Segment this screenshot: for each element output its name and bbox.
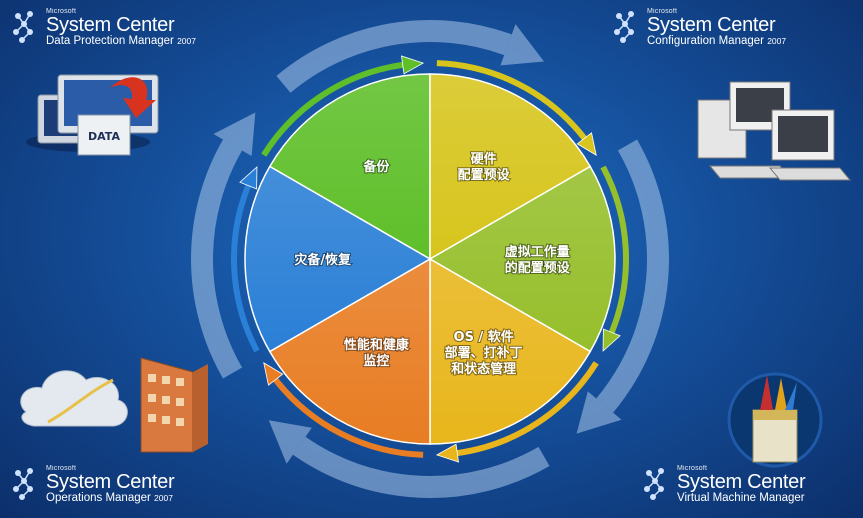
rim-arrow-os [456, 361, 599, 457]
rim-arrow-backup [261, 61, 404, 157]
microsoft-label: Microsoft [46, 465, 77, 472]
microsoft-label: Microsoft [677, 465, 708, 472]
system-center-logo-icon [13, 11, 33, 43]
inner-cycle-arrows [231, 55, 629, 463]
rim-arrow-head [435, 443, 460, 463]
wedge-gloss [430, 74, 591, 259]
dpm-product-title: Microsoft System Center Data Protection … [46, 8, 196, 48]
system-center-label: System Center [647, 14, 776, 36]
wedge-label-backup: 备份 [362, 159, 390, 175]
outer-arrow-head [500, 24, 544, 66]
product-name: Data Protection Manager [46, 35, 174, 47]
rim-arrow-hardware [436, 60, 587, 141]
wedge-label-virtual: 虚拟工作量的配置预设 [505, 244, 571, 276]
product-name: Configuration Manager [647, 35, 764, 47]
wedge-gloss [269, 74, 430, 259]
system-center-label: System Center [46, 471, 175, 493]
rim-arrow-perf [273, 377, 424, 458]
svg-text:DATA: DATA [88, 130, 120, 143]
outer-cycle-arrow [276, 20, 512, 93]
rim-arrow-virtual [600, 165, 629, 334]
outer-cycle-arrow [292, 436, 550, 498]
rim-arrow-head [602, 328, 621, 352]
system-center-label: System Center [677, 471, 806, 493]
product-name: Virtual Machine Manager [677, 492, 805, 504]
product-year: 2007 [177, 36, 196, 46]
system-center-label: System Center [46, 14, 175, 36]
product-year: 2007 [767, 36, 787, 46]
outer-cycle-arrows [191, 20, 669, 498]
system-center-logo-icon [644, 468, 664, 500]
rim-arrow-head [576, 132, 597, 156]
outer-cycle-arrow [191, 139, 243, 379]
system-center-logo-icon [614, 11, 634, 43]
product-year: 2007 [154, 493, 173, 503]
microsoft-label: Microsoft [46, 8, 77, 15]
computers-icon [697, 81, 852, 181]
wedge-label-perf: 性能和健康监控 [344, 337, 410, 369]
wedge-gloss [430, 166, 616, 352]
rim-arrow-head [263, 362, 284, 386]
system-center-logo-icon [13, 468, 33, 500]
outer-arrow-head [268, 420, 312, 464]
wedge-label-os: OS / 软件部署、打补丁和状态管理 [445, 329, 523, 377]
rim-arrow-head [400, 55, 425, 75]
wedge-gloss [269, 259, 430, 444]
rim-arrow-head [239, 166, 258, 190]
wedge-gloss [245, 166, 430, 352]
ops-product-title: Microsoft System Center Operations Manag… [46, 465, 175, 505]
wedge-label-hardware: 硬件配置预设 [458, 151, 511, 183]
outer-cycle-arrow [596, 139, 669, 413]
outer-arrow-head [576, 391, 622, 434]
backup-data-icon: DATA [26, 74, 159, 156]
rim-arrow-dr [231, 184, 260, 353]
vmm-product-title: Microsoft System Center Virtual Machine … [677, 465, 806, 505]
cloud-building-icon [20, 357, 208, 453]
microsoft-label: Microsoft [647, 8, 678, 15]
wedge-gloss [430, 259, 591, 444]
product-name: Operations Manager [46, 492, 151, 504]
outer-arrow-head [213, 112, 256, 156]
toolbox-icon [727, 372, 823, 468]
wedge-label-dr: 灾备/恢复 [294, 252, 352, 268]
lifecycle-wheel [244, 73, 616, 445]
config-product-title: Microsoft System Center Configuration Ma… [647, 8, 786, 48]
